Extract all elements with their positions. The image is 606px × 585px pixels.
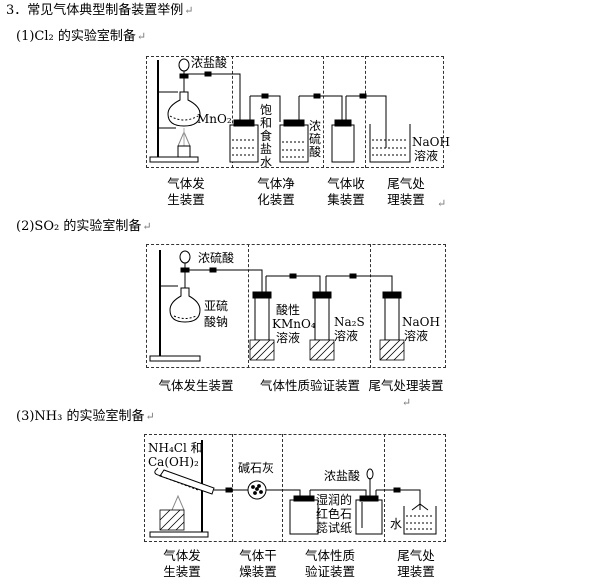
so2-title: (2)SO₂ 的实验室制备↵ [16, 219, 152, 234]
so2-na2s-label-b: 溶液 [334, 329, 359, 343]
so2-naoh-label-b: 溶液 [404, 329, 429, 343]
nh3-caption-drying: 气体干燥装置 [239, 548, 277, 579]
so2-kmno4-label-b: KMnO₄ [272, 317, 316, 331]
nh3-water-label: 水 [390, 517, 403, 531]
so2-naoh-label-a: NaOH [402, 315, 440, 329]
nh3-paper-label-b: 红色石 [316, 507, 353, 521]
so2-apparatus-frame [146, 244, 446, 368]
so2-caption-tail: 尾气处理装置↵ [368, 378, 444, 409]
so2-solid-label-a: 亚硫 [204, 299, 229, 313]
cl2-bottle-a-label: 饱和食盐水 [260, 103, 273, 169]
so2-na2s-label-a: Na₂S [334, 315, 365, 329]
cl2-absorber-label-b: 溶液 [414, 149, 439, 163]
so2-kmno4-label-c: 溶液 [276, 331, 301, 345]
nh3-drier-label: 碱石灰 [238, 461, 275, 475]
cl2-title: (1)Cl₂ 的实验室制备↵ [16, 29, 147, 44]
nh3-apparatus-frame [144, 434, 446, 542]
nh3-solid-label-b: Ca(OH)₂ [148, 455, 199, 469]
so2-caption-generation: 气体发生装置 [158, 378, 234, 393]
cl2-caption-purification: 气体净化装置 [257, 176, 295, 207]
nh3-title: (3)NH₃ 的实验室制备↵ [16, 409, 155, 424]
so2-kmno4-label-a: 酸性 [276, 303, 301, 317]
cl2-caption-generation: 气体发生装置 [167, 176, 205, 207]
cl2-oxidant-label: MnO₂ [197, 112, 232, 126]
cl2-absorber-label: NaOH [412, 135, 450, 149]
nh3-caption-tail: 尾气处理装置 [397, 548, 435, 579]
cl2-bottle-b-label: 浓硫酸 [309, 119, 322, 159]
so2-caption-verification: 气体性质验证装置 [259, 378, 360, 393]
cl2-caption-collection: 气体收集装置 [327, 176, 365, 207]
cl2-caption-tail: 尾气处理装置↵ [387, 176, 447, 210]
section-heading: 3．常见气体典型制备装置举例↵ [6, 3, 194, 18]
nh3-solid-label-a: NH₄Cl 和 [148, 441, 203, 455]
cl2-acid-label: 浓盐酸 [191, 56, 228, 70]
nh3-caption-verification: 气体性质验证装置 [304, 548, 355, 579]
cl2-apparatus-frame [146, 56, 444, 168]
nh3-acid-label: 浓盐酸 [324, 469, 361, 483]
nh3-paper-label-c: 蕊试纸 [316, 521, 353, 535]
so2-solid-label-b: 酸钠 [204, 315, 229, 329]
nh3-caption-generation: 气体发生装置 [163, 548, 201, 579]
so2-acid-label: 浓硫酸 [198, 251, 235, 265]
nh3-paper-label-a: 湿润的 [316, 493, 353, 507]
